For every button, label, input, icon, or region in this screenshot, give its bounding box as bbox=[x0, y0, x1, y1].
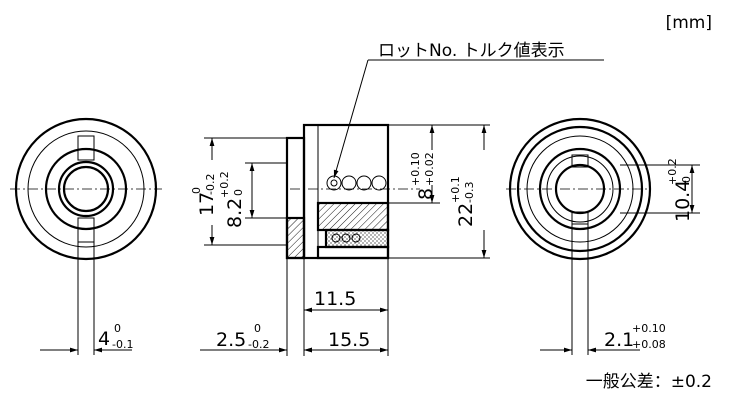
left-end-view bbox=[10, 117, 162, 355]
svg-text:4: 4 bbox=[98, 328, 110, 350]
dim-right-bore: 10.4 +0.2 0 bbox=[620, 158, 700, 222]
dim-bore: 8 +0.10 +0.02 bbox=[388, 124, 440, 204]
svg-text:-0.1: -0.1 bbox=[112, 338, 133, 351]
svg-text:22: 22 bbox=[455, 203, 477, 227]
right-end-view bbox=[506, 117, 652, 355]
unit-label: [mm] bbox=[666, 13, 712, 33]
svg-text:+0.2: +0.2 bbox=[218, 171, 231, 198]
svg-text:-0.2: -0.2 bbox=[248, 338, 269, 351]
lot-label: ロットNo. トルク値表示 bbox=[378, 41, 565, 61]
svg-text:-0.2: -0.2 bbox=[204, 174, 217, 195]
lot-leader bbox=[333, 59, 604, 179]
svg-text:0: 0 bbox=[232, 189, 245, 196]
svg-text:-0.3: -0.3 bbox=[463, 182, 476, 203]
svg-text:+0.02: +0.02 bbox=[423, 152, 436, 186]
svg-text:0: 0 bbox=[190, 187, 203, 194]
svg-text:0: 0 bbox=[114, 322, 121, 335]
dim-total-length: 15.5 bbox=[328, 329, 370, 351]
dim-outer-height: 17 0 -0.2 bbox=[190, 137, 287, 246]
tolerance-note: 一般公差：±0.2 bbox=[586, 372, 712, 392]
svg-text:+0.2: +0.2 bbox=[666, 158, 679, 185]
dim-left-width: 4 0 -0.1 bbox=[98, 322, 133, 351]
svg-text:2.1: 2.1 bbox=[604, 329, 634, 351]
svg-text:8.2: 8.2 bbox=[224, 198, 246, 228]
dim-flange-thickness: 2.5 0 -0.2 bbox=[216, 322, 269, 351]
svg-text:0: 0 bbox=[254, 322, 261, 335]
svg-text:17: 17 bbox=[196, 192, 218, 216]
center-section-view bbox=[285, 123, 420, 260]
svg-text:2.5: 2.5 bbox=[216, 329, 246, 351]
dim-body-length: 11.5 bbox=[314, 288, 356, 310]
svg-text:8: 8 bbox=[415, 188, 437, 200]
dim-horizontal-center bbox=[200, 258, 389, 356]
svg-text:+0.10: +0.10 bbox=[632, 322, 666, 335]
dim-right-flat: 2.1 +0.10 +0.08 bbox=[604, 322, 666, 351]
dim-body-diameter: 22 +0.1 -0.3 bbox=[388, 124, 490, 259]
svg-text:+0.10: +0.10 bbox=[409, 152, 422, 186]
svg-text:0: 0 bbox=[680, 176, 693, 183]
svg-text:10.4: 10.4 bbox=[672, 180, 694, 222]
dim-flange-height: 8.2 +0.2 0 bbox=[218, 162, 287, 228]
svg-text:+0.1: +0.1 bbox=[449, 176, 462, 203]
svg-text:+0.08: +0.08 bbox=[632, 338, 666, 351]
